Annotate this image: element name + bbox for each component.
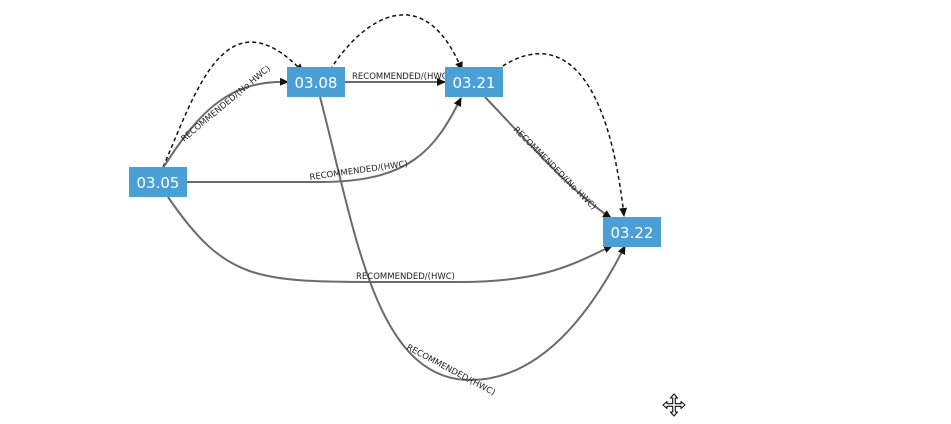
node-0305-label: 03.05: [137, 174, 180, 192]
edge-label-0308-0321: RECOMMENDED/(HWC): [352, 72, 451, 82]
dashed-edge-0308-0321[interactable]: [329, 14, 463, 71]
edge-label-0321-0322: RECOMMENDED/(No HWC): [511, 125, 598, 212]
node-0322-label: 03.22: [611, 224, 654, 242]
edge-0321-0322[interactable]: [484, 96, 612, 219]
dashed-edge-0321-0322[interactable]: [496, 52, 628, 217]
node-0321[interactable]: 03.21: [445, 67, 503, 97]
edge-label-0308-0322: RECOMMENDED/(HWC): [405, 343, 497, 398]
node-0321-label: 03.21: [453, 74, 496, 92]
edge-0305-0322[interactable]: [167, 196, 613, 283]
edge-0305-0321[interactable]: [187, 97, 462, 183]
node-0308[interactable]: 03.08: [287, 67, 345, 97]
edge-label-0305-0322: RECOMMENDED/(HWC): [356, 272, 455, 282]
dashed-edge-0305-0308[interactable]: [162, 41, 304, 168]
edge-label-0305-0308: RECOMMENDED/(No HWC): [180, 64, 273, 144]
edge-0305-0308[interactable]: [162, 77, 289, 169]
node-0305[interactable]: 03.05: [129, 167, 187, 197]
node-0308-label: 03.08: [295, 74, 338, 92]
edge-0308-0322[interactable]: [319, 96, 626, 382]
move-icon: [662, 393, 686, 417]
node-0322[interactable]: 03.22: [603, 217, 661, 247]
